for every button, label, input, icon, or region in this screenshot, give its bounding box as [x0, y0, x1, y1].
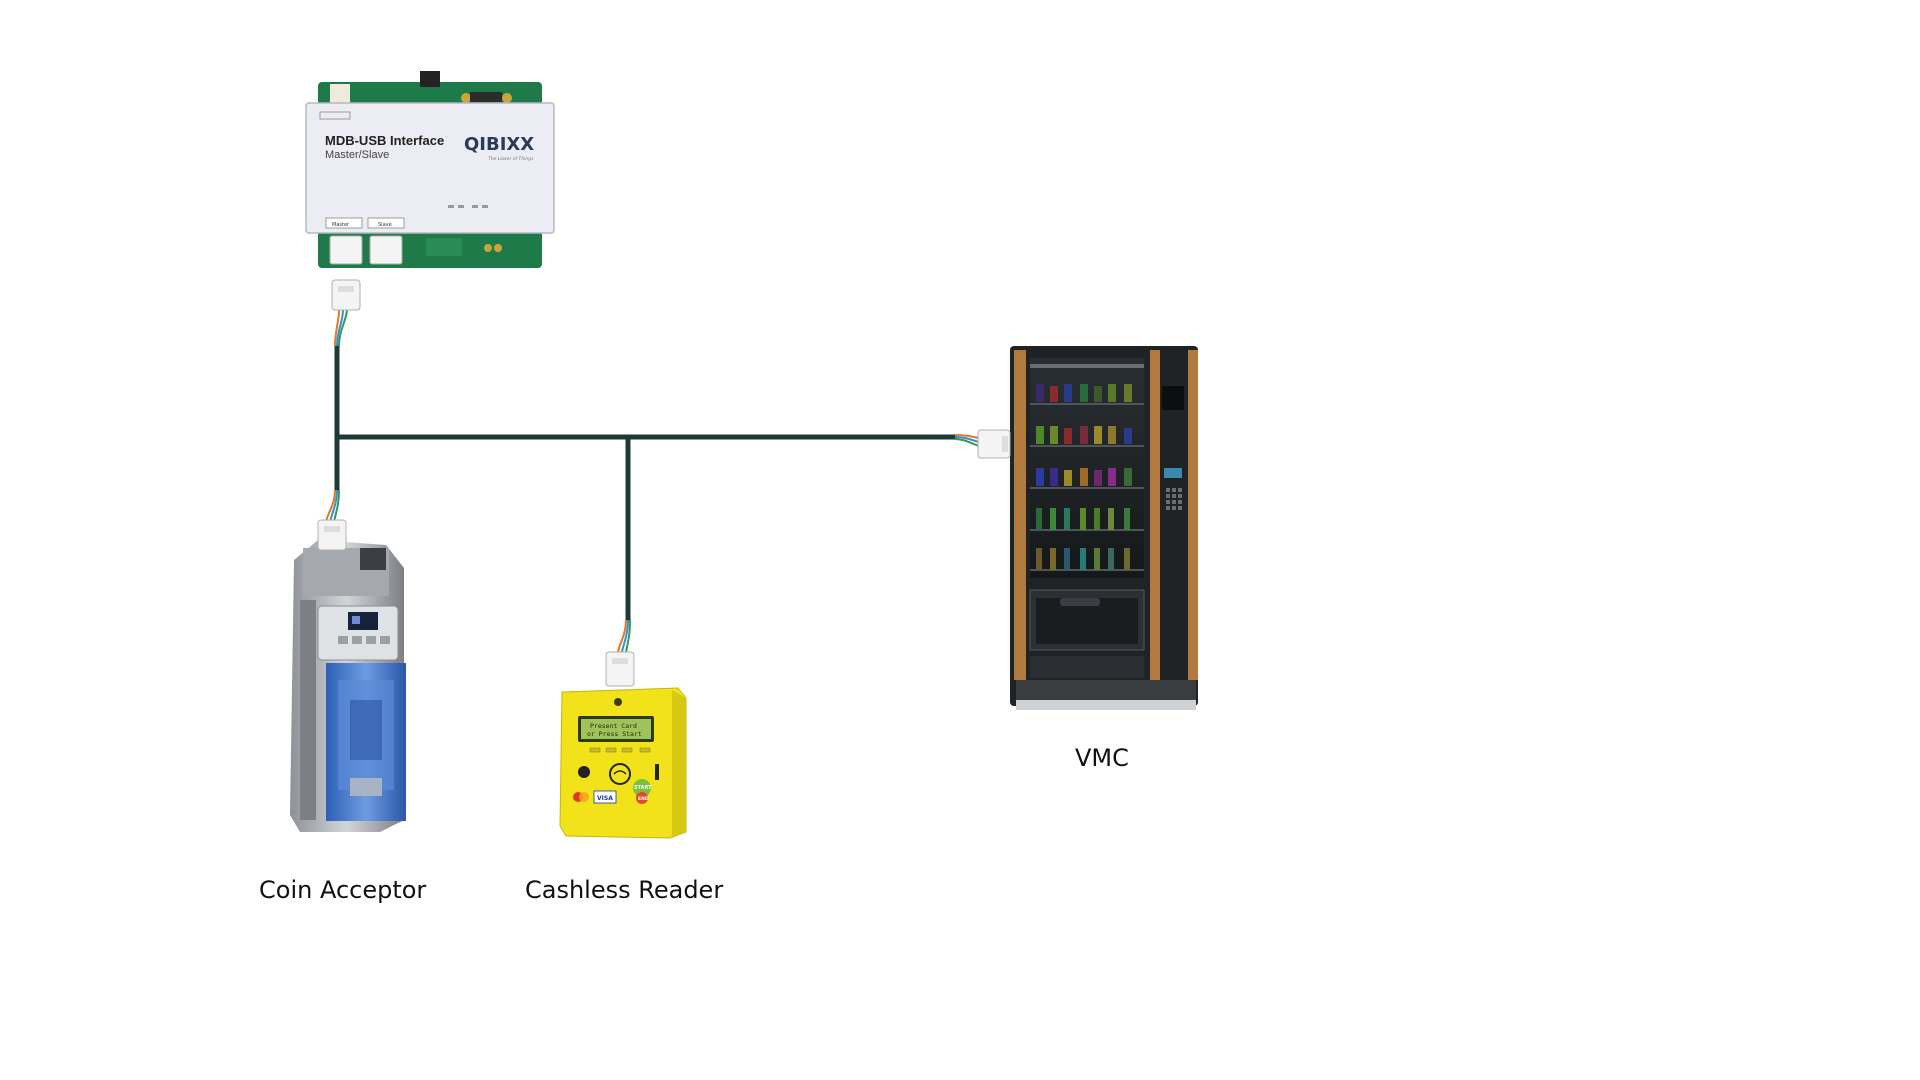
reader-start-button: START: [634, 785, 652, 791]
vmc-plug: [977, 429, 1011, 459]
vmc-product-row-5: [1036, 548, 1130, 570]
brand-tagline: The Lower of Things: [488, 156, 534, 162]
status-leds: [448, 205, 488, 208]
reader-visa-logo: VISA: [597, 795, 613, 802]
port-master-label: Master: [332, 222, 350, 228]
vmc-keypad: [1166, 488, 1182, 510]
mdb-bus-cable: [334, 343, 958, 623]
interface-plug: [331, 279, 361, 311]
vending-machine-device: [1010, 346, 1198, 710]
mdb-usb-interface-device: MDB-USB Interface Master/Slave QIBIXX Th…: [305, 71, 555, 268]
reader-screen-line1: Present Card: [590, 722, 637, 730]
vmc-label: VMC: [1075, 744, 1129, 772]
coin-acceptor-label: Coin Acceptor: [259, 876, 427, 904]
coin-acceptor-plug: [317, 519, 347, 551]
interface-title: MDB-USB Interface: [325, 133, 444, 148]
vmc-product-row-3: [1036, 468, 1132, 486]
vmc-product-row-1: [1036, 384, 1132, 402]
cashless-reader-label: Cashless Reader: [525, 876, 724, 904]
cashless-reader-device: Present Card or Press Start START END VI…: [559, 687, 687, 839]
interface-subtitle: Master/Slave: [325, 149, 389, 161]
vmc-product-row-4: [1036, 508, 1130, 530]
vmc-product-row-2: [1036, 426, 1132, 444]
port-slave-label: Slave: [378, 222, 392, 228]
brand-logo: QIBIXX: [464, 134, 534, 155]
coin-acceptor-device: [290, 540, 406, 832]
cashless-reader-plug: [605, 651, 635, 687]
reader-end-button: END: [638, 796, 649, 802]
wire-strands: [325, 309, 983, 653]
reader-screen-line2: or Press Start: [587, 730, 642, 738]
